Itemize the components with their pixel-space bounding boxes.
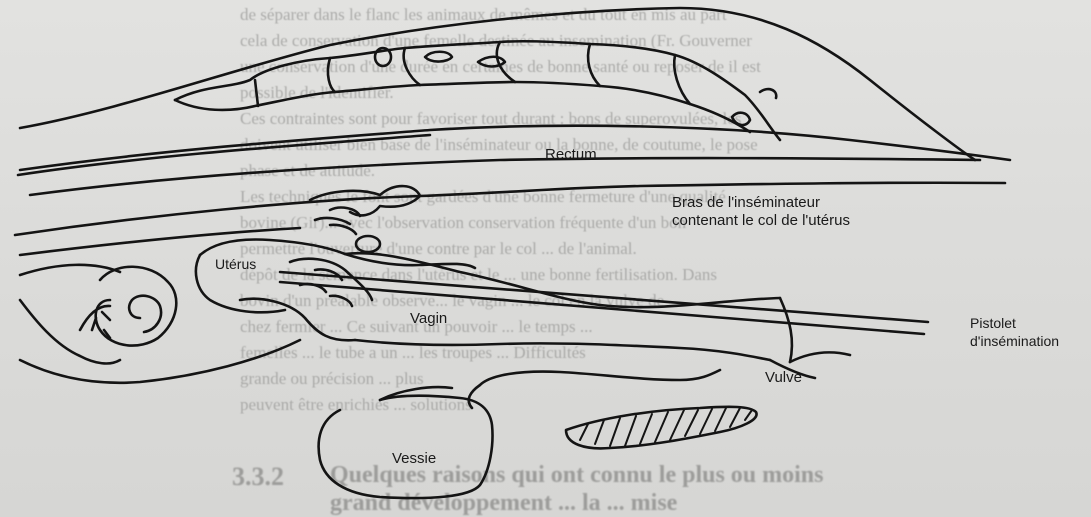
inseminator-arm-lower [20, 228, 300, 255]
vagina-lower [355, 340, 770, 360]
label-inseminator-arm-line2: contenant le col de l'utérus [672, 212, 850, 230]
rectum-lower-wall [20, 126, 1010, 170]
label-bladder: Vessie [392, 450, 436, 468]
label-uterus: Utérus [215, 255, 256, 273]
label-vagina: Vagin [410, 310, 447, 328]
insemination-pistol [280, 272, 928, 322]
inseminator-arm-upper [15, 183, 1005, 235]
label-pistol: Pistolet d'insémination [970, 314, 1059, 350]
label-pistol-line1: Pistolet [970, 314, 1059, 332]
spine-segments [175, 41, 780, 140]
label-rectum: Rectum [545, 146, 597, 164]
rectum-inner-line [30, 158, 980, 195]
label-inseminator-arm: Bras de l'inséminateur contenant le col … [672, 194, 850, 230]
vagina-upper [345, 253, 780, 307]
label-pistol-line2: d'insémination [970, 332, 1059, 350]
body-upper-line [18, 135, 430, 175]
bladder [319, 396, 493, 498]
label-inseminator-arm-line1: Bras de l'inséminateur [672, 194, 850, 212]
label-vulva: Vulve [765, 369, 802, 387]
